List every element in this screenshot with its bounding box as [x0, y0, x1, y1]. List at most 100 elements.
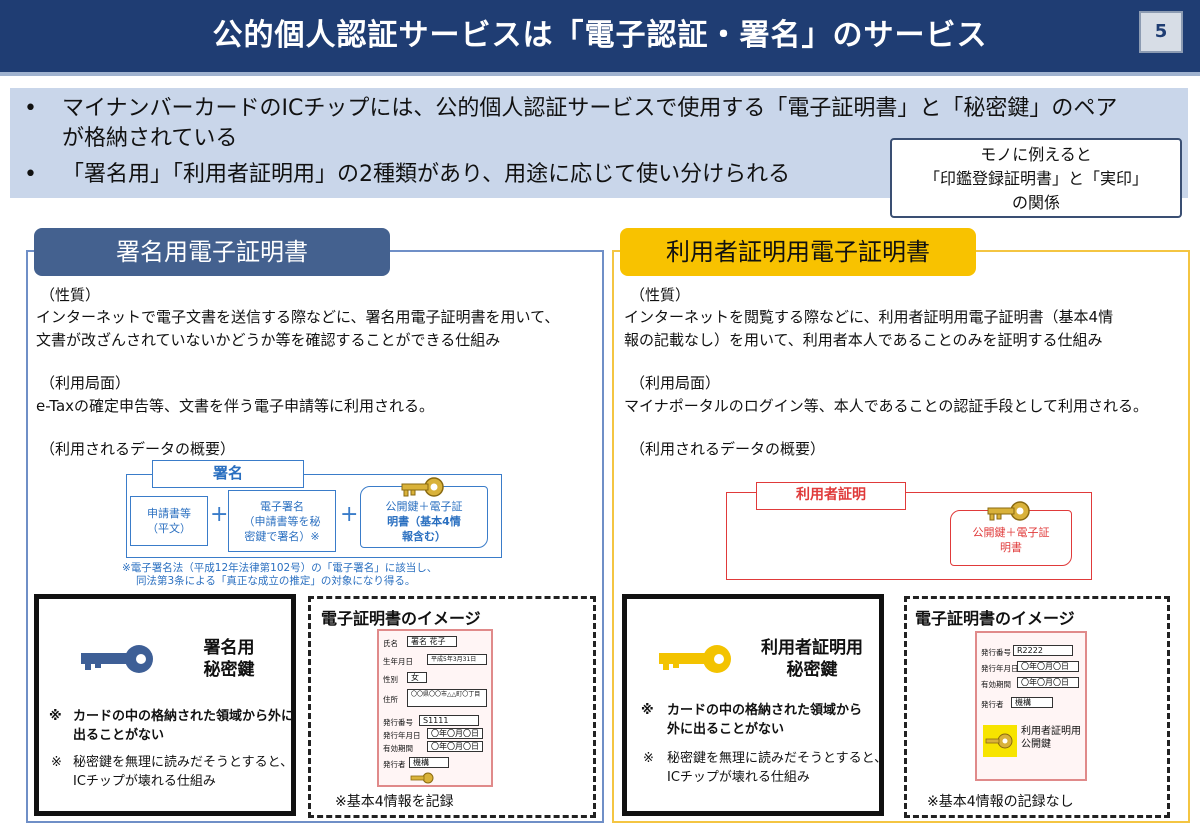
nature-text: インターネットで電子文書を送信する際などに、署名用電子証明書を用いて、	[36, 308, 560, 326]
cert-value: 〇年〇月〇日	[1017, 677, 1079, 688]
stamp-label-line: 公開鍵	[1021, 739, 1051, 750]
cert-text: 明書	[1000, 541, 1022, 554]
callout-line: 「印鑑登録証明書」と「実印」	[923, 169, 1148, 188]
nature-text: インターネットを閲覧する際などに、利用者証明用電子証明書（基本4情	[624, 308, 1114, 326]
cert-image-title: 電子証明書のイメージ	[321, 609, 481, 628]
key-note-line: ICチップが壊れる仕組み	[667, 770, 810, 785]
cert-label: 発行番号	[383, 718, 413, 727]
stamp-label: 利用者証明用 公開鍵	[1021, 725, 1081, 751]
key-icon	[81, 645, 153, 673]
key-note: カードの中の格納された領域から 外に出ることがない	[667, 701, 862, 739]
user-auth-label: 利用者証明	[756, 482, 906, 510]
nature-text: 報の記載なし）を用いて、利用者本人であることのみを証明する仕組み	[624, 331, 1103, 349]
callout-box: モノに例えると 「印鑑登録証明書」と「実印」 の関係	[890, 138, 1182, 218]
header-stripe	[0, 72, 1200, 76]
signature-cert-tab: 署名用電子証明書	[34, 228, 390, 276]
bullet-dot: •	[24, 162, 37, 187]
header-bar	[0, 0, 1200, 72]
nature-text: 文書が改ざんされていないかどうか等を確認することができる仕組み	[36, 331, 501, 349]
document-text: 申請書等	[147, 507, 191, 520]
cert-text: 公開鍵＋電子証	[385, 500, 463, 513]
cert-value: 〇年〇月〇日	[427, 741, 483, 752]
cert-value: 〇年〇月〇日	[1017, 661, 1079, 672]
key-icon	[659, 645, 731, 673]
cert-value: R2222	[1013, 645, 1073, 656]
cert-label: 発行番号	[981, 648, 1011, 657]
document-text: （平文）	[147, 522, 191, 535]
signature-cert-image-box: 電子証明書のイメージ 氏名 署名 花子 生年月日 平成5年3月31日 性別 女 …	[308, 596, 596, 818]
cert-value: 女	[407, 672, 427, 683]
cert-label: 有効期間	[981, 680, 1011, 689]
key-icon	[410, 772, 434, 784]
usage-heading: （利用局面）	[630, 374, 721, 392]
certificate-scroll-box: 公開鍵＋電子証 明書（基本4情 報含む）	[360, 486, 488, 548]
key-note-line: 出ることがない	[73, 728, 165, 743]
cert-value: 署名 花子	[407, 636, 457, 647]
user-auth-private-key-box: 利用者証明用 秘密鍵 ※ カードの中の格納された領域から 外に出ることがない ※…	[622, 594, 888, 816]
cert-label: 発行年月日	[383, 731, 421, 740]
bullet-text: 「署名用」「利用者証明用」の2種類があり、用途に応じて使い分けられる	[62, 162, 791, 187]
cert-text: 公開鍵＋電子証	[972, 526, 1050, 539]
callout-line: の関係	[1011, 193, 1060, 212]
key-title: 秘密鍵	[786, 660, 838, 680]
key-note-line: カードの中の格納された領域から	[667, 703, 863, 718]
key-note-line: 秘密鍵を無理に読みだそうとすると、	[73, 755, 294, 770]
user-auth-diagram-frame	[726, 492, 1092, 580]
key-note-line: ICチップが壊れる仕組み	[73, 774, 216, 789]
usage-heading: （利用局面）	[40, 374, 131, 392]
note-mark: ※	[51, 755, 62, 770]
cert-value: 〇〇県〇〇市△△町〇丁目	[407, 689, 487, 707]
bullet-text: マイナンバーカードのICチップには、公的個人認証サービスで使用する「電子証明書」…	[62, 96, 1118, 121]
plus-sign: +	[210, 502, 229, 527]
key-note-line: 秘密鍵を無理に読みだそうとすると、	[667, 751, 888, 766]
cert-label: 発行者	[383, 760, 406, 769]
cert-label: 有効期間	[383, 744, 413, 753]
key-icon	[985, 733, 1013, 749]
note-mark: ※	[49, 709, 62, 724]
key-icon	[401, 477, 444, 497]
cert-label: 住所	[383, 695, 398, 704]
key-note: カードの中の格納された領域から外に 出ることがない	[73, 707, 294, 745]
bullet-text: が格納されている	[62, 126, 238, 151]
cert-text: 明書（基本4情	[387, 515, 461, 528]
signature-text: 電子署名	[260, 500, 304, 513]
footnote-line: ※電子署名法（平成12年法律第102号）の「電子署名」に該当し、	[122, 562, 438, 574]
document-box: 申請書等 （平文）	[130, 496, 208, 546]
cert-image-caption: ※基本4情報の記録なし	[927, 794, 1074, 810]
cert-value: S1111	[419, 715, 479, 726]
data-heading: （利用されるデータの概要）	[630, 440, 826, 458]
cert-value: 機構	[409, 757, 449, 768]
stamp-label-line: 利用者証明用	[1021, 726, 1081, 737]
usage-text: マイナポータルのログイン等、本人であることの認証手段として利用される。	[624, 397, 1148, 415]
plus-sign: +	[340, 502, 359, 527]
digital-signature-box: 電子署名 （申請書等を秘 密鍵で署名）※	[228, 490, 336, 552]
nature-heading: （性質）	[40, 286, 101, 304]
cert-value: 平成5年3月31日	[427, 654, 487, 665]
cert-image-title: 電子証明書のイメージ	[915, 609, 1075, 628]
signature-private-key-box: 署名用 秘密鍵 ※ カードの中の格納された領域から外に 出ることがない ※ 秘密…	[34, 594, 296, 816]
signature-text: （申請書等を秘	[243, 515, 321, 528]
usage-text: e-Taxの確定申告等、文書を伴う電子申請等に利用される。	[36, 397, 435, 415]
key-note-line: 外に出ることがない	[667, 722, 785, 737]
key-note-line: カードの中の格納された領域から外に	[73, 709, 295, 724]
cert-value: 機構	[1011, 697, 1053, 708]
key-note: 秘密鍵を無理に読みだそうとすると、 ICチップが壊れる仕組み	[73, 753, 293, 791]
note-mark: ※	[643, 751, 654, 766]
user-auth-cert-tab: 利用者証明用電子証明書	[620, 228, 976, 276]
data-heading: （利用されるデータの概要）	[40, 440, 236, 458]
bullet-dot: •	[24, 96, 37, 121]
signature-label: 署名	[152, 460, 304, 488]
footnote-line: 同法第3条による「真正な成立の推定」の対象になり得る。	[136, 575, 416, 587]
diagram-footnote: ※電子署名法（平成12年法律第102号）の「電子署名」に該当し、 同法第3条によ…	[122, 562, 437, 588]
callout-line: モノに例えると	[980, 145, 1092, 164]
cert-image-caption: ※基本4情報を記録	[335, 794, 454, 810]
key-title: 利用者証明用	[761, 638, 863, 658]
cert-label: 発行年月日	[981, 664, 1019, 673]
certificate-document: 発行番号 R2222 発行年月日 〇年〇月〇日 有効期間 〇年〇月〇日 発行者 …	[975, 631, 1087, 781]
nature-heading: （性質）	[630, 286, 691, 304]
key-title: 秘密鍵	[203, 660, 255, 680]
signature-diagram-frame	[126, 474, 502, 558]
page-title: 公的個人認証サービスは「電子認証・署名」のサービス	[212, 18, 988, 53]
cert-label: 発行者	[981, 700, 1004, 709]
public-key-stamp	[983, 725, 1017, 757]
